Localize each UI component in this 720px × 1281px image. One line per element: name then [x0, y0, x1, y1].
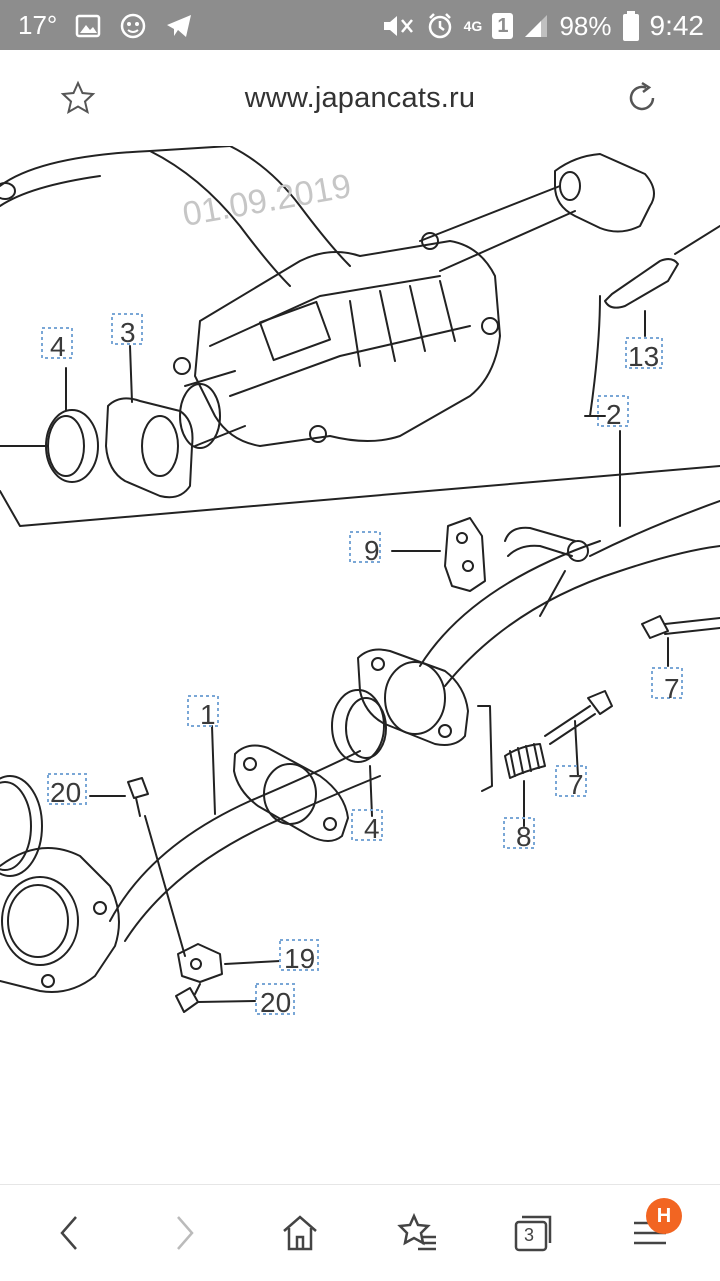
callout-1: 1: [200, 699, 216, 730]
callout-7-middle: 7: [568, 769, 584, 800]
callout-19: 19: [284, 943, 315, 974]
bookmark-star-icon[interactable]: [60, 80, 96, 121]
clock-text: 9:42: [649, 10, 705, 41]
mute-icon: [380, 12, 416, 40]
browser-bottom-toolbar: 3: [0, 1184, 720, 1281]
url-text[interactable]: www.japancats.ru: [244, 82, 476, 114]
battery-icon: [622, 11, 640, 41]
back-icon[interactable]: [52, 1213, 88, 1258]
gallery-notification-icon: [75, 13, 101, 39]
date-watermark: 01.09.2019: [180, 167, 354, 234]
bookmarks-icon[interactable]: [396, 1212, 440, 1258]
callout-9: 9: [364, 535, 380, 566]
status-bar: 17° 4G 1 98% 9:42: [0, 0, 720, 50]
callout-4-upper: 4: [50, 331, 66, 362]
menu-notification-badge: H: [646, 1198, 682, 1234]
network-type-text: 4G: [463, 18, 483, 34]
callout-4-middle: 4: [364, 813, 380, 844]
browser-url-bar: www.japancats.ru: [0, 50, 720, 147]
forward-icon[interactable]: [166, 1213, 202, 1258]
app-notification-icon: [119, 12, 147, 40]
callout-7-right: 7: [664, 673, 680, 704]
callout-20-lower: 20: [260, 987, 291, 1018]
callout-3: 3: [120, 317, 136, 348]
callout-8: 8: [516, 821, 532, 852]
sim-slot-badge: 1: [492, 13, 514, 39]
battery-percent-text: 98%: [559, 10, 612, 41]
signal-icon: [523, 13, 549, 39]
exhaust-diagram-svg: 01.09.2019 4 3 13 2 9 1 7 7 4 20 8: [0, 146, 720, 1018]
callout-20-upper: 20: [50, 777, 81, 808]
temperature-text: 17°: [18, 10, 58, 40]
telegram-icon: [165, 13, 193, 39]
alarm-icon: [426, 12, 454, 40]
tab-count-text: 3: [524, 1225, 535, 1245]
parts-diagram-image: 01.09.2019 4 3 13 2 9 1 7 7 4 20 8: [0, 146, 720, 1184]
tabs-button[interactable]: 3: [512, 1213, 554, 1258]
callouts: 4 3 13 2 9 1 7 7 4 20 8 19 20: [41, 313, 683, 1018]
reload-icon[interactable]: [622, 78, 662, 123]
callout-2: 2: [606, 399, 622, 430]
home-icon[interactable]: [280, 1213, 320, 1258]
callout-13: 13: [628, 341, 659, 372]
